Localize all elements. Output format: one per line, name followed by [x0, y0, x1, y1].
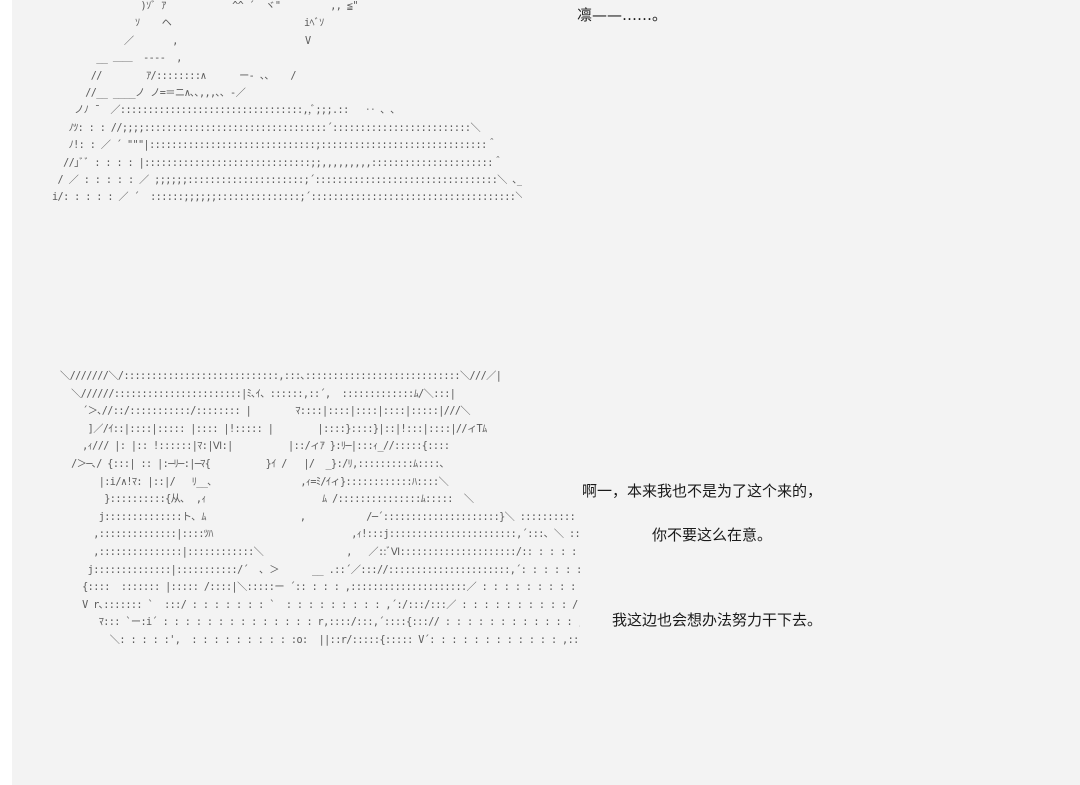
- dialogue-line-4: 我这边也会想办法努力干下去。: [612, 611, 823, 629]
- ascii-art-character-top: )ｿﾞ ｱ ^^ ´ ヾ" ,, ≦" ｿ ヘ iﾍﾞｿ ／ , V __ ＿＿…: [52, 1, 522, 204]
- manga-page: )ｿﾞ ｱ ^^ ´ ヾ" ,, ≦" ｿ ヘ iﾍﾞｿ ／ , V __ ＿＿…: [12, 0, 1080, 785]
- ascii-art-character-bottom: ＼///////＼/::::::::::::::::::::::::::::,:…: [60, 371, 580, 646]
- dialogue-line-1: 凛——……。: [577, 6, 668, 24]
- dialogue-line-3: 你不要这么在意。: [652, 526, 773, 544]
- dialogue-line-2: 啊一，本来我也不是为了这个来的，: [582, 482, 823, 500]
